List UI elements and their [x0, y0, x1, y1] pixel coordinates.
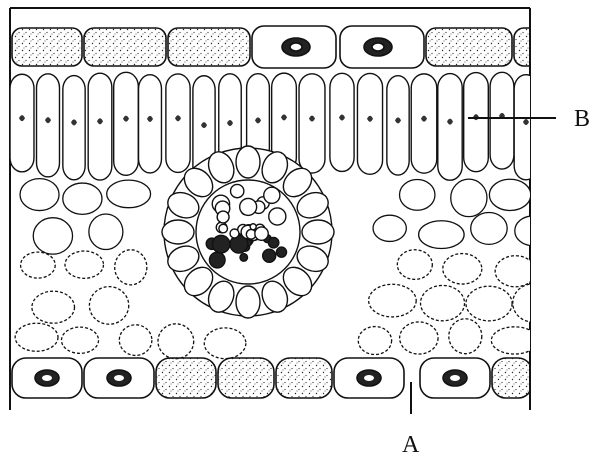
palisade-cell: [330, 73, 354, 171]
xylem-vessel: [231, 184, 244, 197]
nucleolus: [114, 375, 124, 381]
spongy-cell: [65, 251, 103, 278]
sheath-cell: [236, 146, 260, 178]
palisade-cell: [299, 74, 325, 173]
spongy-cell: [204, 328, 246, 359]
phloem-cell: [263, 249, 276, 262]
palisade-cell: [10, 74, 34, 172]
nucleolus: [450, 375, 460, 381]
spongy-cell: [421, 285, 465, 320]
xylem-vessel: [269, 208, 286, 225]
vascular-bundle: [162, 146, 334, 318]
palisade-cell: [114, 72, 139, 175]
spongy-cell: [373, 215, 406, 241]
spongy-cell: [89, 287, 128, 325]
spongy-cell: [358, 327, 391, 355]
spongy-cell: [369, 284, 417, 317]
xylem-vessel: [217, 211, 229, 223]
phloem-cell: [268, 237, 278, 247]
spongy-cell: [15, 323, 58, 351]
spongy-cell: [513, 284, 552, 322]
spongy-cell: [443, 254, 482, 285]
spongy-cell: [451, 179, 487, 216]
spongy-cell: [89, 214, 123, 250]
palisade-cell: [464, 73, 489, 172]
sheath-cell: [162, 220, 194, 244]
spongy-cell: [449, 319, 482, 354]
spongy-cell: [400, 322, 438, 354]
xylem-vessel: [240, 198, 257, 215]
lower-epidermal-cell: [218, 358, 274, 398]
xylem-vessel: [250, 224, 256, 230]
nucleolus: [364, 375, 374, 381]
palisade-cell: [37, 74, 60, 177]
spongy-cell: [33, 218, 72, 254]
palisade-cell: [139, 75, 162, 173]
palisade-cell: [166, 74, 190, 172]
spongy-cell: [20, 179, 59, 211]
spongy-cell: [466, 286, 512, 321]
spongy-cell: [495, 256, 535, 287]
xylem-vessel: [219, 224, 228, 233]
spongy-cell: [107, 180, 151, 208]
palisade-cell: [438, 74, 462, 181]
palisade-cell: [411, 74, 437, 173]
upper-epidermis: [12, 26, 554, 68]
palisade-cell: [490, 72, 514, 169]
spongy-cell: [419, 221, 464, 249]
xylem-vessel: [264, 187, 280, 203]
palisade-cell: [514, 75, 538, 180]
lower-epidermal-cell: [276, 358, 332, 398]
phloem-cell: [240, 254, 248, 262]
nucleolus: [42, 375, 52, 381]
spongy-cell: [61, 327, 98, 353]
sheath-cell: [302, 220, 334, 244]
spongy-cell: [21, 252, 56, 278]
palisade-cell: [357, 73, 382, 174]
xylem-vessel: [255, 227, 268, 240]
spongy-cell: [397, 250, 432, 280]
spongy-cell: [489, 179, 530, 210]
spongy-cell: [115, 250, 147, 285]
phloem-cell: [209, 252, 225, 268]
lower-epidermal-cell: [156, 358, 216, 398]
palisade-cell: [63, 76, 85, 180]
lower-epidermis: [12, 358, 532, 398]
sheath-cell: [236, 286, 260, 318]
palisade-cell: [88, 73, 112, 180]
spongy-cell: [32, 291, 75, 323]
xylem-vessel: [230, 229, 239, 238]
spongy-cell: [515, 216, 551, 246]
spongy-cell: [119, 325, 152, 356]
label-a: A: [402, 432, 420, 458]
spongy-cell: [158, 324, 194, 359]
palisade-cell: [387, 76, 409, 175]
label-b: B: [574, 106, 590, 132]
phloem-cell: [212, 235, 230, 253]
lower-epidermal-cell: [492, 358, 532, 398]
spongy-cell: [471, 212, 507, 244]
label-a-group: A: [402, 382, 420, 458]
spongy-cell: [400, 179, 435, 210]
spongy-cell: [63, 183, 102, 214]
phloem-cell: [276, 247, 286, 257]
upper-guard-cell-nuclei: [282, 38, 392, 56]
